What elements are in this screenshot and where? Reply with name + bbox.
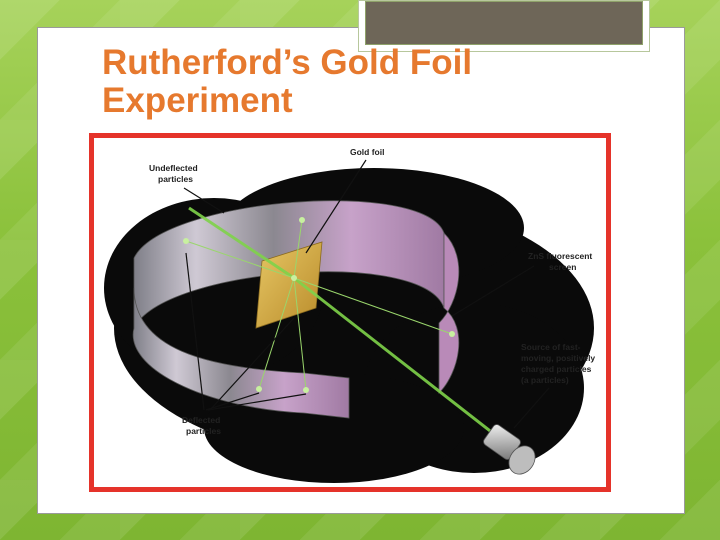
label-undeflected-line2: particles [158, 174, 193, 184]
label-source-line1: Source of fast- [521, 342, 581, 352]
label-source-line4: (a particles) [521, 375, 569, 385]
label-screen-line2: screen [549, 262, 576, 272]
deflected-path-3 [293, 277, 453, 335]
label-source-line2: moving, positively [521, 353, 595, 363]
label-deflected-line2: particles [186, 426, 221, 436]
experiment-diagram: Gold foil Undeflected particles ZnS fluo… [89, 133, 611, 492]
label-gold-foil: Gold foil [350, 147, 384, 157]
deflected-path-5 [293, 277, 307, 391]
screen-front-left [132, 287, 350, 419]
title-tab-fill [365, 1, 643, 45]
slide-title: Rutherford’s Gold Foil Experiment [102, 43, 473, 120]
diagram-svg: Gold foil Undeflected particles ZnS fluo… [94, 138, 606, 487]
screen-front-right [438, 232, 460, 394]
label-undeflected-line1: Undeflected [149, 163, 198, 173]
label-source-line3: charged particles [521, 364, 592, 374]
leader-lines [183, 159, 550, 429]
alpha-source [483, 424, 536, 475]
label-screen-line1: ZnS fluorescent [528, 251, 592, 261]
impact-dots [183, 217, 455, 393]
deflected-path-1 [185, 240, 295, 279]
title-placeholder-tab [358, 0, 650, 52]
undeflected-beam [188, 206, 295, 280]
alpha-beam [293, 276, 513, 450]
label-deflected-line1: Deflected [182, 415, 220, 425]
deflected-path-4 [258, 277, 295, 390]
deflected-path-2 [293, 219, 303, 279]
